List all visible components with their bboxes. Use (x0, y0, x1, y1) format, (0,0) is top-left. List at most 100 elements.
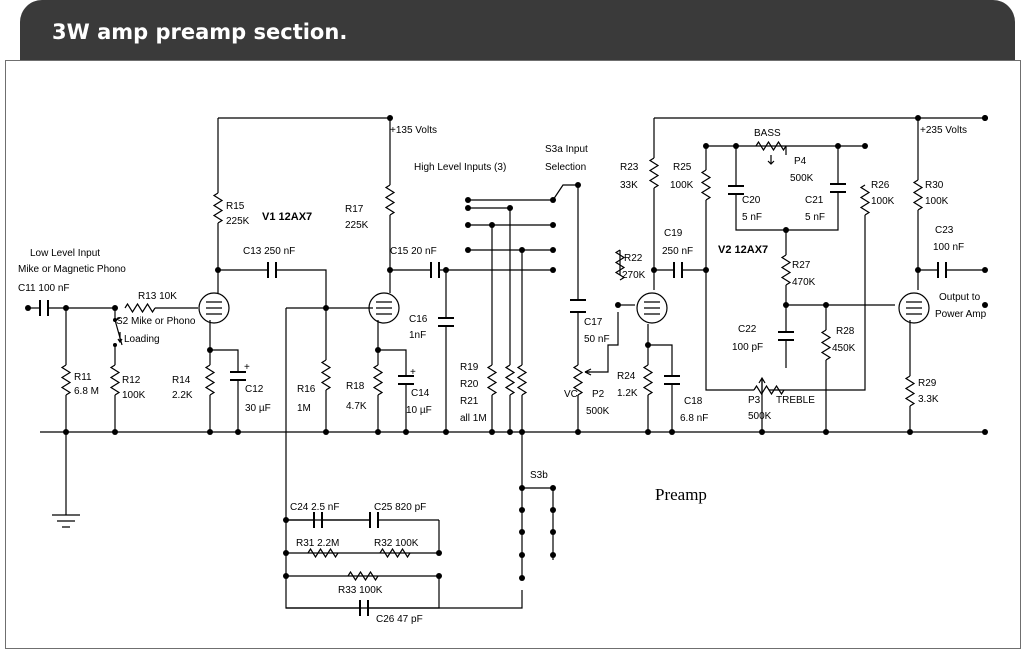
label-v2: V2 12AX7 (718, 244, 768, 256)
resistor-r24 (643, 364, 653, 396)
tubes (198, 292, 930, 324)
capacitor-c22 (778, 331, 794, 341)
resistors (61, 141, 923, 581)
value-r15: 225K (226, 216, 250, 227)
capacitor-c19 (673, 262, 683, 278)
labels: Low Level Input Mike or Magnetic Phono C… (18, 125, 987, 625)
value-p2: 500K (586, 406, 610, 417)
label-c13: C13 250 nF (243, 246, 295, 257)
figure-frame (5, 60, 1021, 649)
potentiometer-p4 (755, 141, 787, 151)
value-r30: 100K (925, 196, 949, 207)
value-c12: 30 µF (245, 403, 271, 414)
value-c23: 100 nF (933, 242, 964, 253)
label-high-level-inputs: High Level Inputs (3) (414, 162, 506, 173)
resistor-r23 (649, 157, 659, 189)
label-c26: C26 47 pF (376, 614, 423, 625)
resistor-r16 (321, 359, 331, 391)
label-r15: R15 (226, 201, 245, 212)
resistor-r14 (205, 364, 215, 396)
value-c22: 100 pF (732, 342, 763, 353)
label-r18: R18 (346, 381, 365, 392)
tube-v2b (898, 292, 930, 324)
feedback-cap-wiring (286, 519, 440, 609)
capacitor-c17 (570, 299, 586, 313)
value-r14: 2.2K (172, 390, 193, 401)
label-c22: C22 (738, 324, 757, 335)
label-c11: C11 100 nF (18, 283, 70, 294)
label-r19: R19 (460, 362, 479, 373)
label-low-level-input: Low Level Input (30, 248, 100, 259)
capacitor-c13 (267, 262, 277, 278)
value-r28: 450K (832, 343, 856, 354)
label-bass: BASS (754, 128, 781, 139)
resistor-r15 (213, 192, 223, 224)
capacitor-c18 (664, 375, 680, 385)
capacitor-c23 (937, 262, 947, 278)
label-c12: C12 (245, 384, 264, 395)
label-r12: R12 (122, 375, 141, 386)
label-r23: R23 (620, 162, 639, 173)
value-r18: 4.7K (346, 401, 367, 412)
value-c19: 250 nF (662, 246, 693, 257)
label-c25: C25 820 pF (374, 502, 426, 513)
label-c14: C14 (411, 388, 430, 399)
value-r29: 3.3K (918, 394, 939, 405)
resistor-r11 (61, 364, 71, 396)
capacitor-c12 (230, 371, 246, 381)
resistor-r17 (385, 184, 395, 216)
label-c15: C15 20 nF (390, 246, 437, 257)
label-r28: R28 (836, 326, 855, 337)
label-r24: R24 (617, 371, 636, 382)
label-135-volts: +135 Volts (390, 125, 437, 136)
label-p2: P2 (592, 389, 605, 400)
p2-wiper (584, 368, 592, 376)
label-r20: R20 (460, 379, 479, 390)
label-r31: R31 2.2M (296, 538, 339, 549)
resistor-r29 (905, 375, 915, 407)
resistor-r26 (860, 184, 870, 216)
label-r26: R26 (871, 180, 890, 191)
label-c23: C23 (935, 225, 954, 236)
p3-wiper (758, 376, 766, 394)
value-r25: 100K (670, 180, 694, 191)
p4-wiper (767, 155, 775, 165)
capacitor-c20 (728, 185, 744, 195)
label-r16: R16 (297, 384, 316, 395)
label-selection: Selection (545, 162, 586, 173)
label-p3: P3 (748, 395, 761, 406)
value-r17: 225K (345, 220, 369, 231)
label-c18: C18 (684, 396, 703, 407)
label-235-volts: +235 Volts (920, 125, 967, 136)
capacitor-c16 (438, 317, 454, 327)
label-c20: C20 (742, 195, 761, 206)
resistor-r13 (124, 303, 156, 313)
value-c20: 5 nF (742, 212, 762, 223)
capacitor-c25 (369, 512, 379, 528)
resistor-r28 (821, 329, 831, 361)
value-r11: 6.8 M (74, 386, 99, 397)
ground-symbol (52, 514, 80, 528)
resistor-r32 (379, 548, 411, 558)
resistor-r30 (913, 179, 923, 211)
value-r22: 270K (622, 270, 646, 281)
switch-s3a (552, 184, 578, 201)
label-c21: C21 (805, 195, 824, 206)
label-s3a: S3a Input (545, 144, 588, 155)
value-r23: 33K (620, 180, 638, 191)
tube-v1b (368, 292, 400, 324)
resistor-r25 (701, 169, 711, 201)
value-r19-21: all 1M (460, 413, 487, 424)
value-p4: 500K (790, 173, 814, 184)
label-r17: R17 (345, 204, 364, 215)
label-r32: R32 100K (374, 538, 419, 549)
resistor-r12 (110, 364, 120, 396)
value-p3: 500K (748, 411, 772, 422)
label-c16: C16 (409, 314, 428, 325)
label-vc: VC (564, 389, 578, 400)
tube-v2 (636, 292, 668, 324)
label-c19: C19 (664, 228, 683, 239)
label-s2: S2 Mike or Phono (116, 316, 196, 327)
label-r27: R27 (792, 260, 811, 271)
